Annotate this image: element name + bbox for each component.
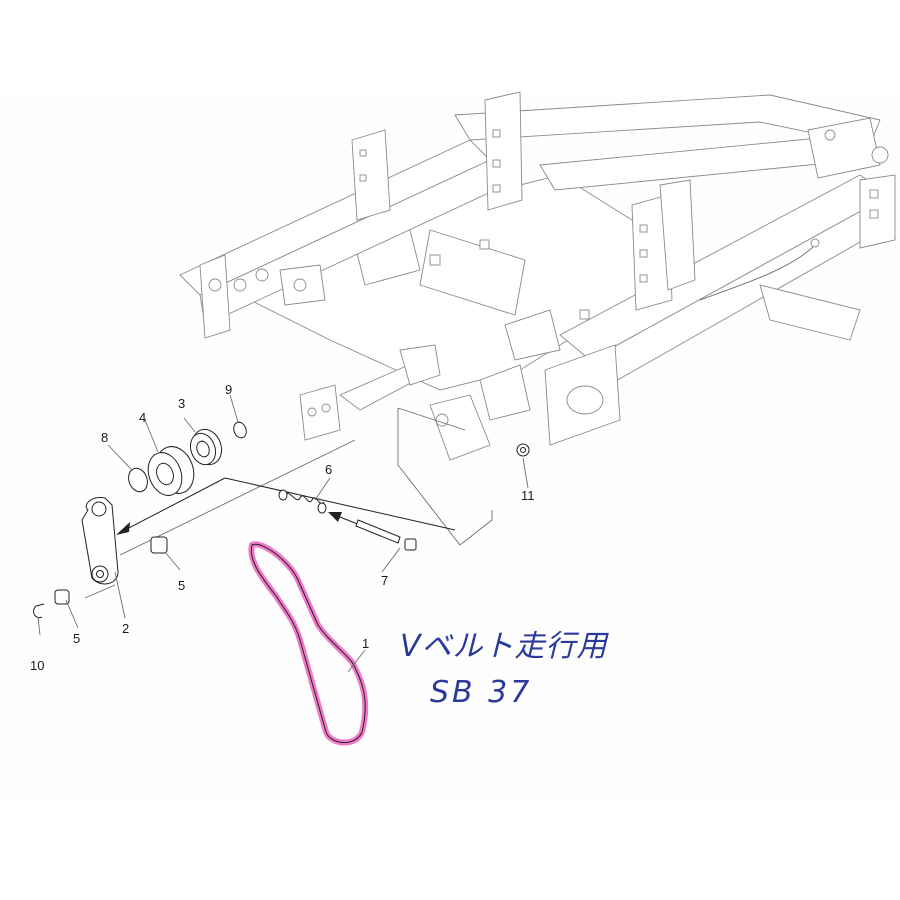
flange-nut — [516, 443, 530, 457]
callout-8: 8 — [101, 430, 108, 445]
callout-2: 2 — [122, 621, 129, 636]
adjuster-rod — [355, 519, 417, 551]
idler-pulley — [147, 446, 195, 496]
callout-6: 6 — [325, 462, 332, 477]
note-line-1: Vベルト走行用 — [400, 629, 610, 664]
circlip — [33, 603, 45, 619]
snap-ring — [128, 467, 148, 493]
callout-7: 7 — [381, 573, 388, 588]
assembly-arrow-lever — [116, 477, 456, 535]
callout-10: 10 — [30, 658, 44, 673]
handwritten-note: Vベルト走行用 SB 37 — [400, 629, 610, 710]
callout-1: 1 — [362, 636, 369, 651]
callout-11: 11 — [521, 488, 535, 503]
collar-left — [54, 589, 70, 605]
assembly-guide-lines — [84, 407, 493, 599]
callout-9: 9 — [225, 382, 232, 397]
v-belt — [248, 541, 369, 746]
callout-leaders — [37, 394, 529, 673]
assembly-arrow-spring — [328, 512, 361, 526]
tension-spring — [278, 489, 327, 514]
ball-bearing — [189, 428, 223, 466]
callout-5b: 5 — [73, 631, 80, 646]
callout-5a: 5 — [178, 578, 185, 593]
collar-right — [150, 536, 168, 554]
note-line-2: SB 37 — [430, 675, 532, 710]
tension-lever — [81, 496, 119, 585]
callout-numbers: 1 2 3 4 5 5 6 7 8 9 10 11 — [30, 382, 535, 673]
callout-4: 4 — [139, 410, 146, 425]
chassis-frame — [179, 91, 896, 461]
callout-3: 3 — [178, 396, 185, 411]
internal-circlip — [233, 421, 247, 439]
